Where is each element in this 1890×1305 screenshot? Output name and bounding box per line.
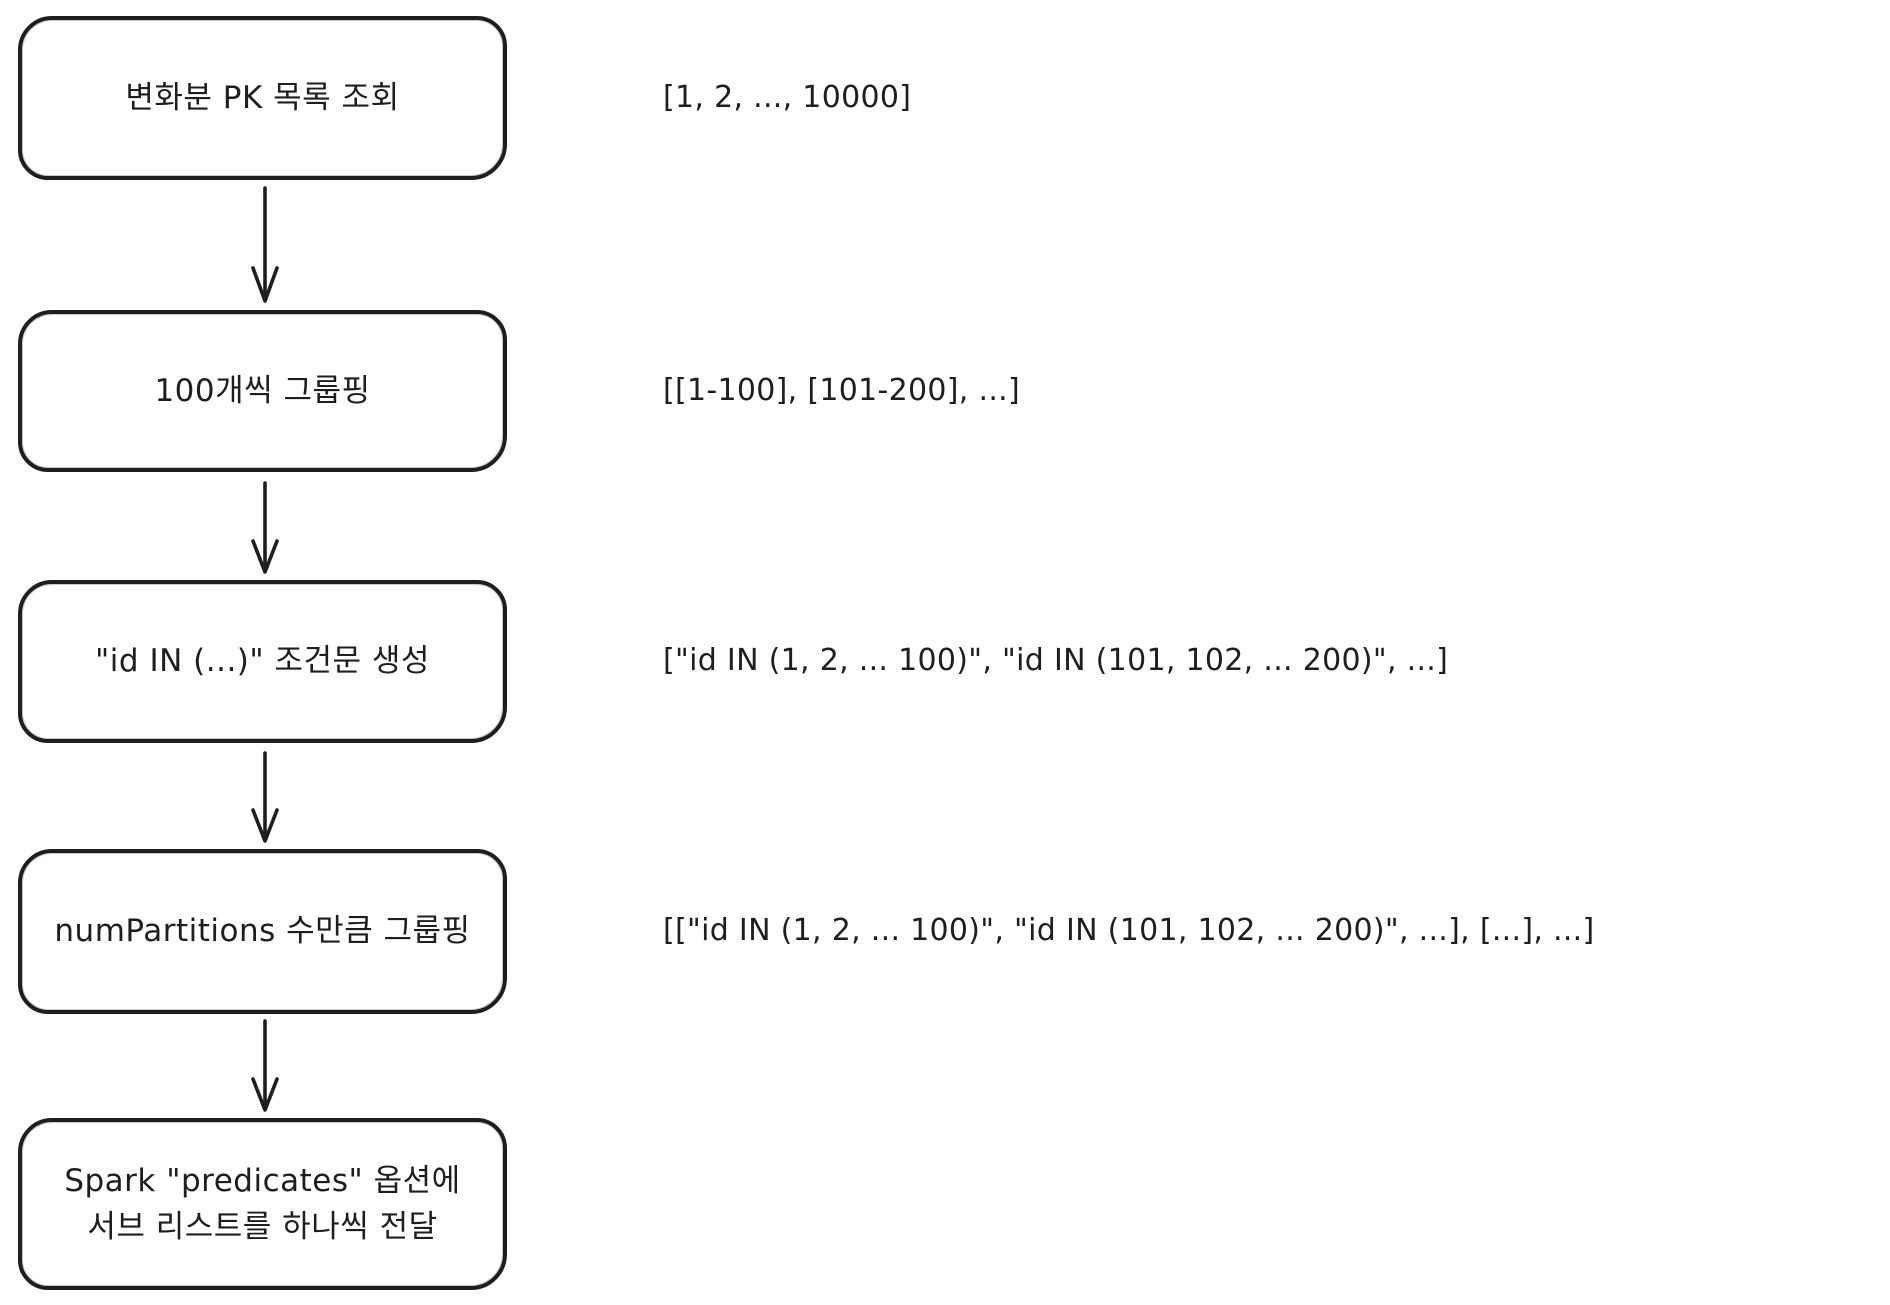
arrow-down-icon bbox=[245, 751, 285, 844]
flow-box-label: "id IN (...)" 조건문 생성 bbox=[95, 643, 430, 680]
flow-box-label: Spark "predicates" 옵션에 서브 리스트를 하나씩 전달 bbox=[64, 1162, 461, 1246]
arrow-down-icon bbox=[245, 481, 285, 575]
annotation-partitioned-clauses: [["id IN (1, 2, ... 100)", "id IN (101, … bbox=[663, 913, 1595, 948]
arrow-down-icon bbox=[245, 1019, 285, 1113]
annotation-pk-list: [1, 2, ..., 10000] bbox=[663, 80, 912, 115]
annotation-in-clauses: ["id IN (1, 2, ... 100)", "id IN (101, 1… bbox=[663, 643, 1449, 678]
flow-box-spark-predicates: Spark "predicates" 옵션에 서브 리스트를 하나씩 전달 bbox=[18, 1118, 507, 1290]
annotation-grouped-ranges: [[1-100], [101-200], ...] bbox=[663, 373, 1020, 408]
flow-box-label: 100개씩 그룹핑 bbox=[154, 372, 371, 409]
flow-box-in-clause: "id IN (...)" 조건문 생성 bbox=[18, 580, 507, 743]
flow-box-label: 변화분 PK 목록 조회 bbox=[125, 79, 400, 116]
flow-box-group-by-100: 100개씩 그룹핑 bbox=[18, 310, 507, 472]
flow-box-pk-lookup: 변화분 PK 목록 조회 bbox=[18, 16, 507, 180]
flow-box-label: numPartitions 수만큼 그룹핑 bbox=[54, 913, 471, 950]
flow-box-numpartitions-group: numPartitions 수만큼 그룹핑 bbox=[18, 849, 507, 1014]
arrow-down-icon bbox=[245, 186, 285, 304]
